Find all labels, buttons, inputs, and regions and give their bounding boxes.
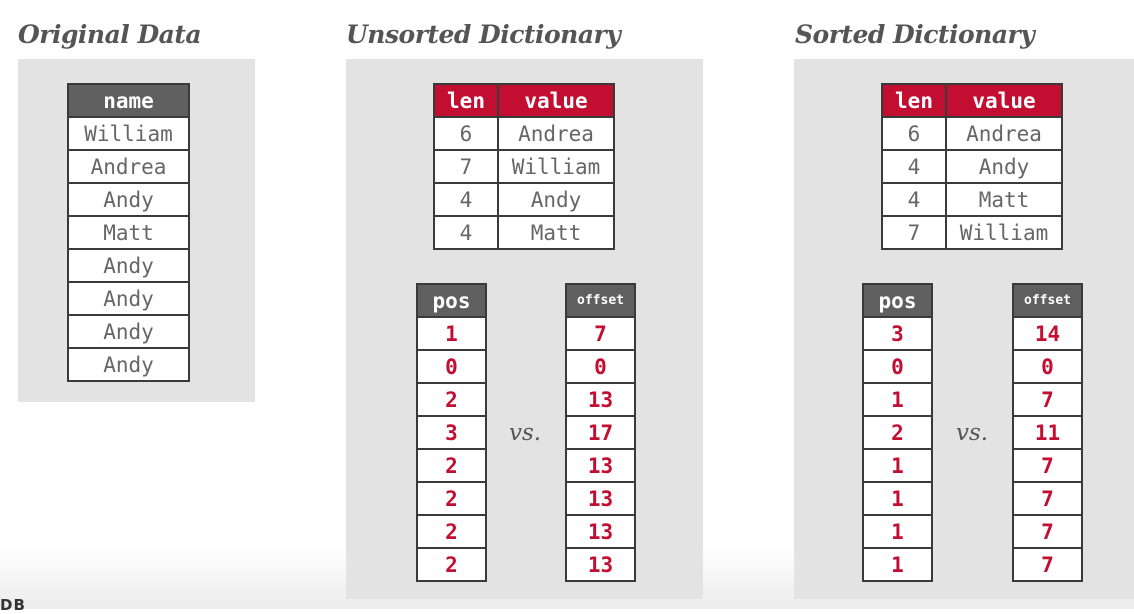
offset-cell: 13 xyxy=(565,448,636,483)
pos-cell: 0 xyxy=(862,349,933,384)
pos-cell: 3 xyxy=(416,415,487,450)
name-cell: Andrea xyxy=(67,149,190,184)
name-cell: Andy xyxy=(67,281,190,316)
unsorted-dictionary-title: Unsorted Dictionary xyxy=(346,20,621,49)
pos-cell: 2 xyxy=(862,415,933,450)
len-cell: 6 xyxy=(433,116,499,151)
len-cell: 7 xyxy=(433,149,499,184)
offset-cell: 7 xyxy=(565,316,636,351)
pos-cell: 1 xyxy=(862,547,933,582)
pos-cell: 1 xyxy=(862,382,933,417)
value-cell: Andy xyxy=(497,182,615,217)
offset-cell: 13 xyxy=(565,514,636,549)
footer-logo: DB xyxy=(0,596,26,614)
sorted-dictionary-title: Sorted Dictionary xyxy=(795,20,1035,49)
unsorted-vs-label: vs. xyxy=(509,420,542,446)
name-cell: Andy xyxy=(67,347,190,382)
offset-cell: 13 xyxy=(565,547,636,582)
len-header: len xyxy=(881,83,947,118)
offset-cell: 7 xyxy=(1012,448,1083,483)
pos-header: pos xyxy=(862,283,933,318)
len-cell: 4 xyxy=(881,182,947,217)
original-data-title: Original Data xyxy=(18,20,202,49)
name-cell: Matt xyxy=(67,215,190,250)
value-header: value xyxy=(945,83,1063,118)
pos-cell: 1 xyxy=(862,448,933,483)
value-cell: Matt xyxy=(945,182,1063,217)
value-cell: Andy xyxy=(945,149,1063,184)
len-header: len xyxy=(433,83,499,118)
pos-cell: 1 xyxy=(416,316,487,351)
sorted-vs-label: vs. xyxy=(956,420,989,446)
offset-header: offset xyxy=(565,283,636,318)
len-cell: 4 xyxy=(433,215,499,250)
name-cell: Andy xyxy=(67,182,190,217)
pos-cell: 2 xyxy=(416,481,487,516)
pos-cell: 2 xyxy=(416,382,487,417)
offset-cell: 7 xyxy=(1012,547,1083,582)
value-cell: William xyxy=(945,215,1063,250)
name-cell: Andy xyxy=(67,314,190,349)
pos-cell: 3 xyxy=(862,316,933,351)
len-cell: 6 xyxy=(881,116,947,151)
pos-cell: 1 xyxy=(862,514,933,549)
offset-cell: 13 xyxy=(565,382,636,417)
offset-cell: 0 xyxy=(1012,349,1083,384)
value-cell: Andrea xyxy=(945,116,1063,151)
value-cell: William xyxy=(497,149,615,184)
pos-cell: 2 xyxy=(416,448,487,483)
offset-cell: 13 xyxy=(565,481,636,516)
offset-cell: 17 xyxy=(565,415,636,450)
pos-cell: 0 xyxy=(416,349,487,384)
offset-header: offset xyxy=(1012,283,1083,318)
value-cell: Matt xyxy=(497,215,615,250)
offset-cell: 7 xyxy=(1012,481,1083,516)
pos-header: pos xyxy=(416,283,487,318)
value-header: value xyxy=(497,83,615,118)
offset-cell: 7 xyxy=(1012,382,1083,417)
pos-cell: 2 xyxy=(416,514,487,549)
name-cell: William xyxy=(67,116,190,151)
offset-cell: 7 xyxy=(1012,514,1083,549)
len-cell: 4 xyxy=(433,182,499,217)
offset-cell: 14 xyxy=(1012,316,1083,351)
name-header: name xyxy=(67,83,190,118)
pos-cell: 2 xyxy=(416,547,487,582)
name-cell: Andy xyxy=(67,248,190,283)
len-cell: 7 xyxy=(881,215,947,250)
value-cell: Andrea xyxy=(497,116,615,151)
len-cell: 4 xyxy=(881,149,947,184)
pos-cell: 1 xyxy=(862,481,933,516)
offset-cell: 11 xyxy=(1012,415,1083,450)
offset-cell: 0 xyxy=(565,349,636,384)
